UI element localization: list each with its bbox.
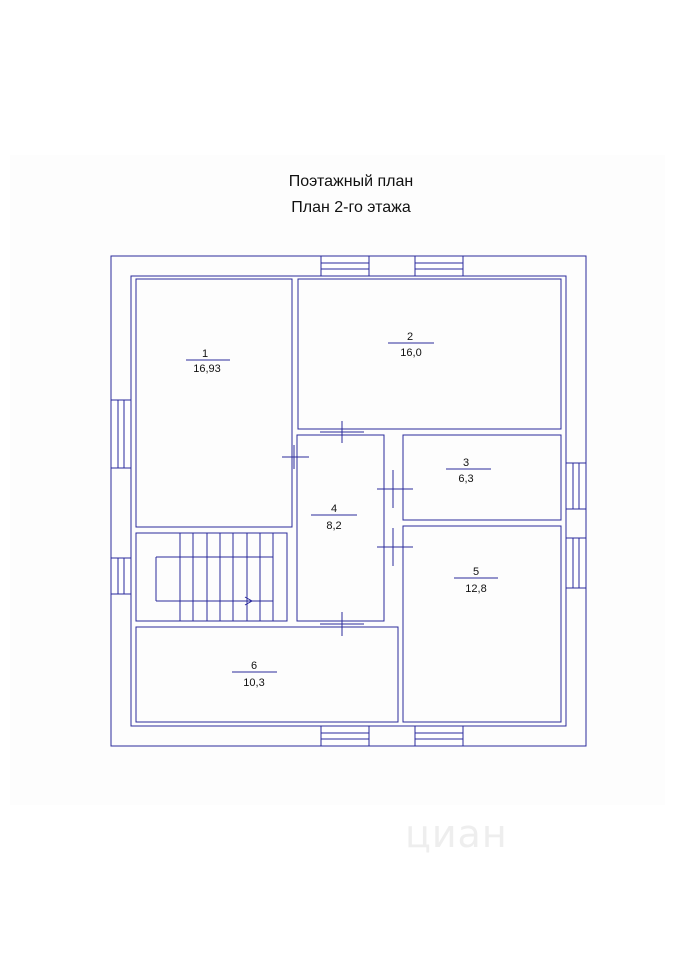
stair-area-outline xyxy=(135,532,288,622)
room-1-number: 1 xyxy=(202,348,208,360)
room-4-outline xyxy=(296,434,385,622)
room-4-area: 8,2 xyxy=(326,520,341,532)
window-bottom-1 xyxy=(320,725,370,747)
plan-title: Поэтажный план xyxy=(288,173,414,190)
window-top-1 xyxy=(320,255,370,277)
window-bottom-2 xyxy=(414,725,464,747)
room-5-number: 5 xyxy=(473,566,479,578)
room-6-area: 10,3 xyxy=(243,677,264,689)
watermark: циан xyxy=(405,812,508,856)
window-left-2 xyxy=(110,557,132,595)
room-2-outline xyxy=(297,278,562,430)
doors xyxy=(282,421,413,636)
outer-wall-inner xyxy=(130,275,567,727)
room-2-area: 16,0 xyxy=(400,347,421,359)
room-2-number: 2 xyxy=(407,331,413,343)
outer-wall-outer xyxy=(110,255,587,747)
window-top-2 xyxy=(414,255,464,277)
room-6-outline xyxy=(135,626,399,723)
room-1-area: 16,93 xyxy=(193,363,221,375)
room-3-outline xyxy=(402,434,562,521)
staircase xyxy=(155,533,274,621)
room-3-area: 6,3 xyxy=(458,473,473,485)
room-1-outline xyxy=(135,278,293,528)
window-right-1 xyxy=(565,462,587,510)
room-4-number: 4 xyxy=(331,503,337,515)
windows xyxy=(110,255,587,747)
room-5-area: 12,8 xyxy=(465,583,486,595)
window-right-2 xyxy=(565,537,587,589)
plan-subtitle: План 2-го этажа xyxy=(291,199,411,216)
room-5-outline xyxy=(402,525,562,723)
window-left-1 xyxy=(110,399,132,469)
room-6-number: 6 xyxy=(251,660,257,672)
room-3-number: 3 xyxy=(463,457,469,469)
